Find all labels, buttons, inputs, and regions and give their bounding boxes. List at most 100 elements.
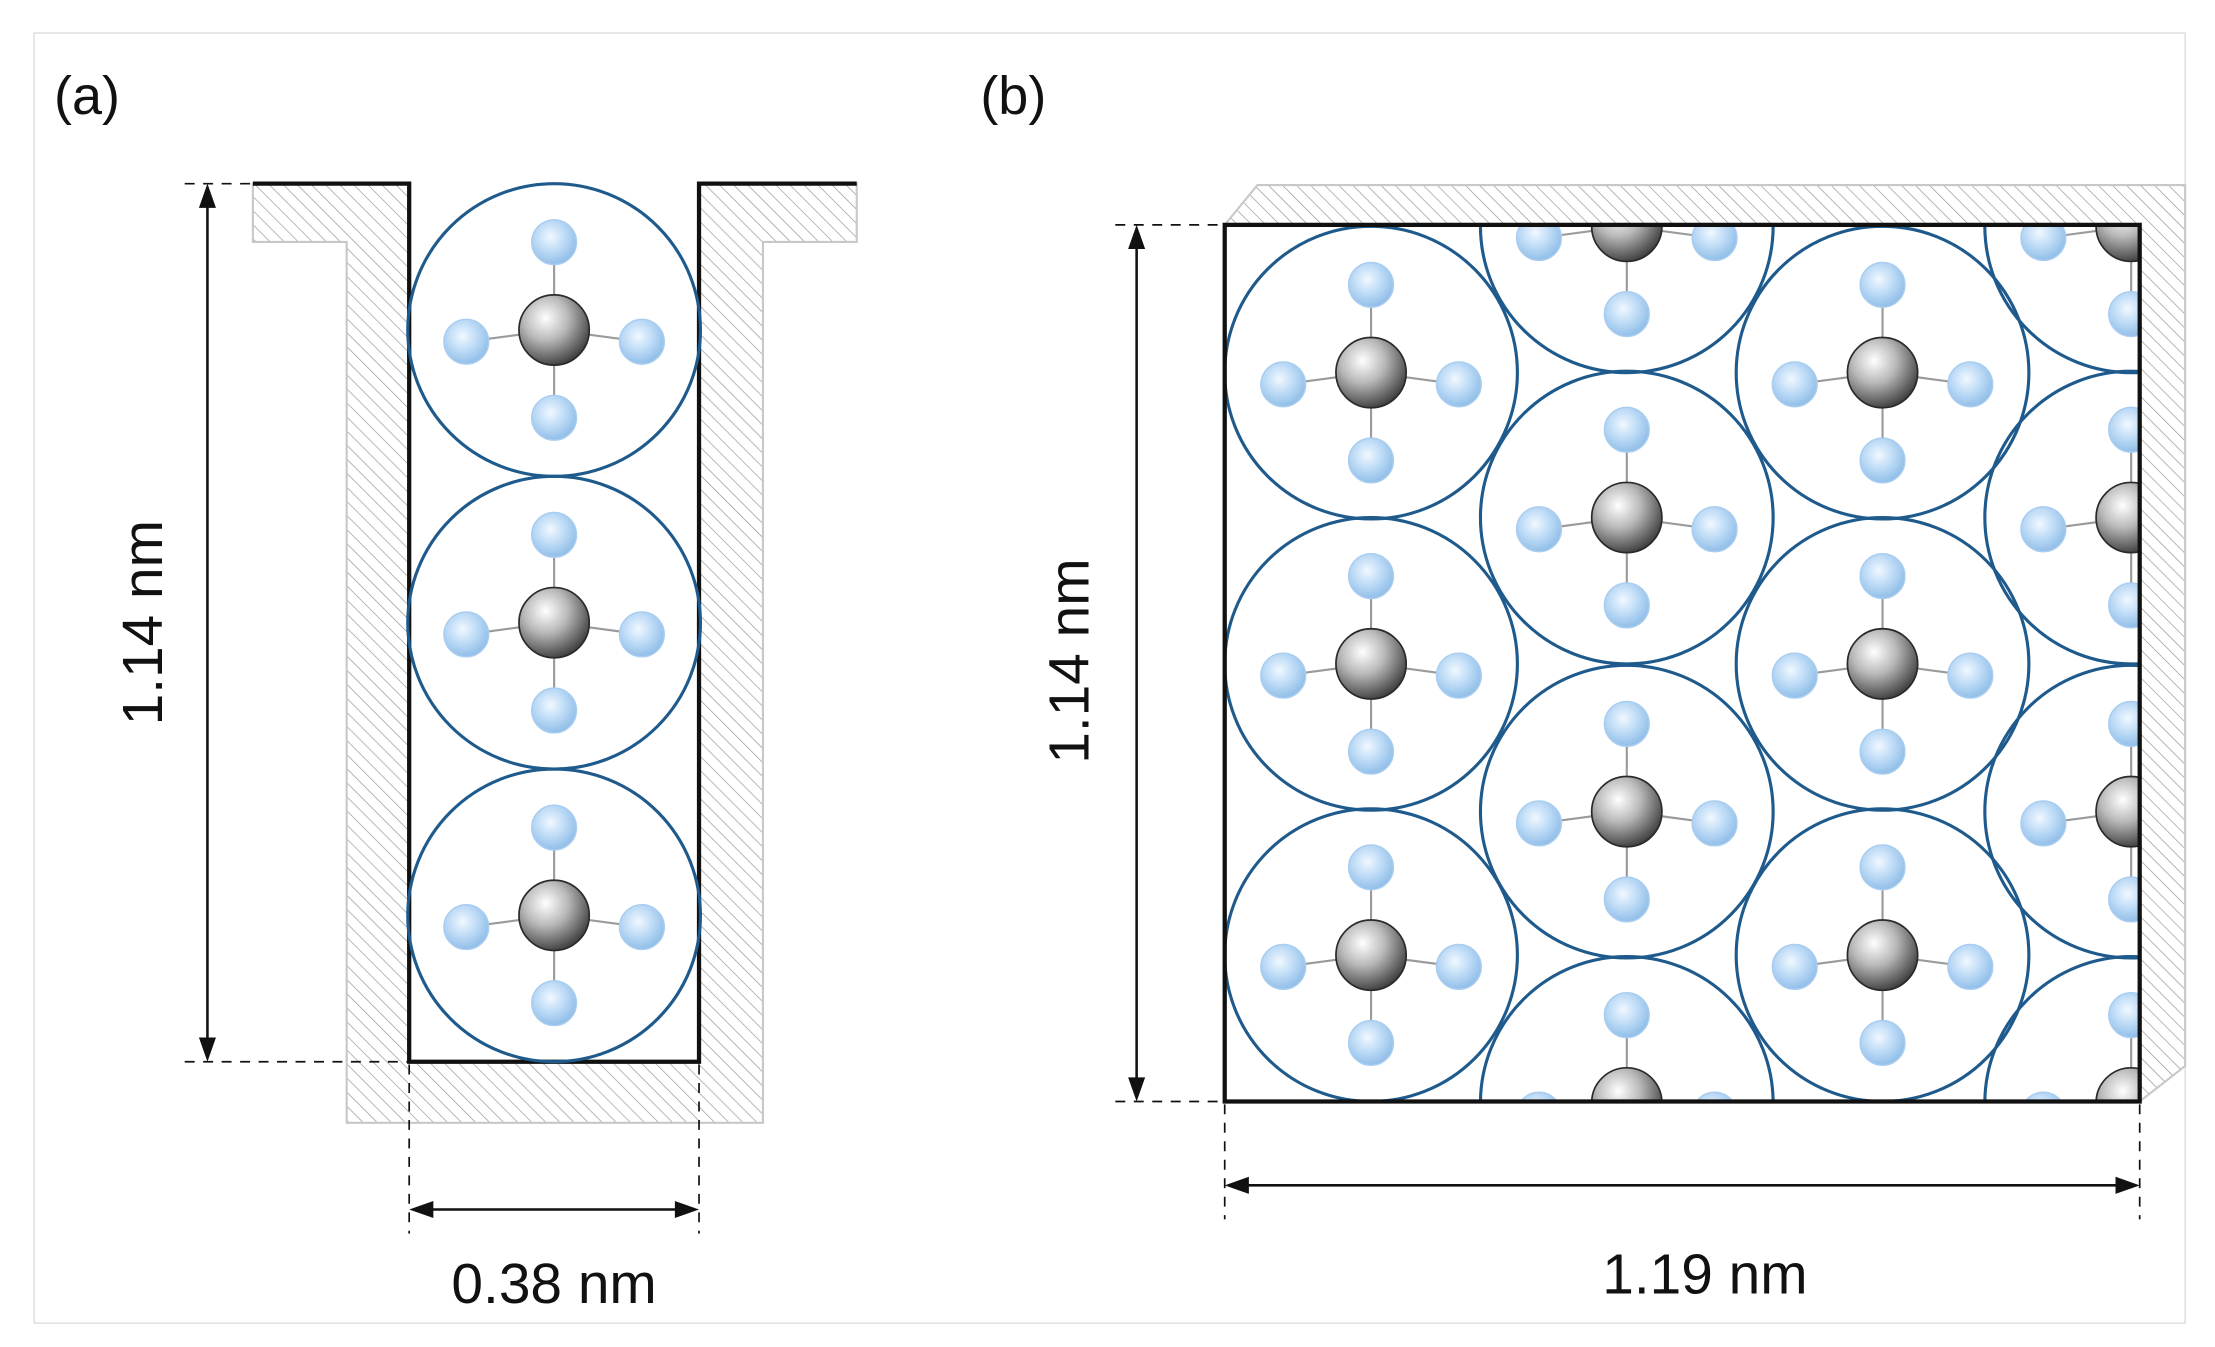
bond bbox=[1627, 1103, 1715, 1115]
molecule-boundary-circle bbox=[406, 767, 703, 1064]
hydrogen-atom-icon bbox=[2024, 1091, 2063, 1102]
panel-b: (b) 1.14 nm 1.19 nm bbox=[980, 66, 2215, 1306]
carbon-atom-icon bbox=[1590, 481, 1663, 554]
panel-a-label: (a) bbox=[54, 66, 120, 126]
carbon-atom-icon bbox=[1590, 775, 1663, 848]
hydrogen-atom-icon bbox=[443, 611, 490, 658]
methane-molecule-icon bbox=[1734, 515, 2031, 812]
hydrogen-atom-icon bbox=[1603, 406, 1650, 453]
hydrogen-atom-icon bbox=[1691, 506, 1738, 553]
hydrogen-atom-icon bbox=[1691, 800, 1738, 847]
bond bbox=[2131, 1103, 2215, 1115]
hydrogen-atom-icon bbox=[1347, 261, 1395, 308]
hydrogen-atom-icon bbox=[1519, 1091, 1558, 1102]
hydrogen-atom-icon bbox=[1515, 506, 1563, 553]
hydrogen-atom-icon bbox=[1347, 437, 1395, 484]
hydrogen-atom-icon bbox=[1771, 943, 1818, 990]
carbon-atom-icon bbox=[2095, 481, 2140, 554]
hydrogen-atom-icon bbox=[1771, 361, 1818, 408]
hydrogen-atom-icon bbox=[2108, 582, 2140, 629]
hydrogen-atom-icon bbox=[1603, 992, 1650, 1039]
carbon-atom-icon bbox=[1335, 919, 1408, 992]
methane-molecule-icon bbox=[1478, 369, 1775, 666]
hydrogen-atom-icon bbox=[618, 611, 666, 658]
width-arrow-a bbox=[409, 1200, 700, 1219]
carbon-atom-icon bbox=[1846, 919, 1919, 992]
hydrogen-atom-icon bbox=[531, 804, 578, 851]
height-label-a: 1.14 nm bbox=[112, 520, 175, 725]
methane-molecule-icon bbox=[1224, 516, 1519, 812]
hydrogen-atom-icon bbox=[1347, 844, 1395, 891]
height-arrow-b bbox=[1128, 224, 1146, 1102]
hydrogen-atom-icon bbox=[1603, 700, 1650, 747]
carbon-atom-icon bbox=[1846, 627, 1919, 700]
molecules-a bbox=[406, 182, 703, 1064]
methane-molecule-icon bbox=[1478, 663, 1775, 960]
hydrogen-atom-icon bbox=[2108, 876, 2140, 923]
methane-molecule-icon bbox=[1983, 369, 2215, 666]
methane-molecule-icon bbox=[1224, 807, 1519, 1102]
hydrogen-atom-icon bbox=[1347, 1019, 1395, 1067]
hydrogen-atom-icon bbox=[2109, 1168, 2154, 1213]
hydrogen-atom-icon bbox=[618, 318, 666, 365]
molecule-boundary-circle bbox=[1983, 955, 2140, 1102]
hydrogen-atom-icon bbox=[531, 980, 578, 1027]
hydrogen-atom-icon bbox=[443, 903, 490, 951]
width-label-b: 1.19 nm bbox=[1602, 1243, 1807, 1306]
bond bbox=[1539, 1103, 1627, 1115]
methane-molecule-icon bbox=[1983, 116, 2215, 375]
methane-molecule-icon bbox=[406, 474, 703, 771]
hydrogen-atom-icon bbox=[1859, 261, 1906, 308]
hydrogen-atom-icon bbox=[2197, 507, 2215, 552]
methane-molecule-icon bbox=[1478, 955, 1775, 1115]
carbon-atom-icon bbox=[1846, 336, 1919, 409]
molecule-boundary-circle bbox=[1478, 955, 1775, 1102]
carbon-atom-icon bbox=[2095, 1066, 2140, 1102]
carbon-atom-icon bbox=[1590, 1066, 1663, 1102]
hydrogen-atom-icon bbox=[531, 394, 578, 441]
molecule-boundary-circle bbox=[1224, 807, 1519, 1102]
carbon-atom-icon bbox=[1335, 627, 1408, 700]
hydrogen-atom-icon bbox=[2197, 1092, 2215, 1137]
molecule-boundary-circle bbox=[1734, 807, 2031, 1102]
hydrogen-atom-icon bbox=[531, 219, 578, 266]
carbon-atom-icon bbox=[518, 586, 591, 659]
hydrogen-atom-icon bbox=[2020, 800, 2067, 847]
hydrogen-atom-icon bbox=[1435, 361, 1482, 408]
methane-molecule-icon bbox=[1734, 224, 2031, 521]
hydrogen-atom-icon bbox=[1603, 582, 1650, 629]
height-label-b: 1.14 nm bbox=[1038, 558, 1101, 763]
hydrogen-atom-icon bbox=[1771, 652, 1818, 699]
hydrogen-atom-icon bbox=[531, 687, 578, 734]
width-arrow-b bbox=[1224, 1176, 2140, 1194]
hydrogen-atom-icon bbox=[1347, 728, 1395, 775]
hydrogen-atom-icon bbox=[2108, 406, 2140, 453]
methane-molecule-icon bbox=[406, 767, 703, 1064]
height-arrow-a bbox=[198, 183, 216, 1062]
hydrogen-atom-icon bbox=[443, 318, 490, 365]
carbon-atom-icon bbox=[518, 294, 591, 366]
hydrogen-atom-icon bbox=[1859, 844, 1906, 891]
hydrogen-atom-icon bbox=[1859, 552, 1906, 600]
hydrogen-atom-icon bbox=[1603, 290, 1650, 338]
methane-molecule-icon bbox=[1983, 955, 2215, 1213]
pore-surface-b bbox=[1222, 222, 2142, 1104]
hydrogen-atom-icon bbox=[1347, 552, 1395, 600]
hydrogen-atom-icon bbox=[2020, 506, 2067, 553]
panel-b-label: (b) bbox=[980, 66, 1046, 126]
carbon-atom-icon bbox=[2095, 775, 2140, 848]
hydrogen-atom-icon bbox=[2197, 216, 2215, 261]
molecules-b bbox=[1224, 116, 2215, 1213]
hydrogen-atom-icon bbox=[1859, 437, 1906, 484]
width-label-a: 0.38 nm bbox=[451, 1253, 656, 1316]
hydrogen-atom-icon bbox=[1947, 361, 1994, 408]
bond bbox=[2043, 1103, 2131, 1115]
hydrogen-atom-icon bbox=[2108, 700, 2140, 747]
hydrogen-atom-icon bbox=[1947, 652, 1994, 699]
hydrogen-atom-icon bbox=[1604, 116, 1649, 161]
hydrogen-atom-icon bbox=[2109, 116, 2154, 161]
hydrogen-atom-icon bbox=[1260, 361, 1307, 408]
methane-molecule-icon bbox=[1224, 224, 1519, 521]
